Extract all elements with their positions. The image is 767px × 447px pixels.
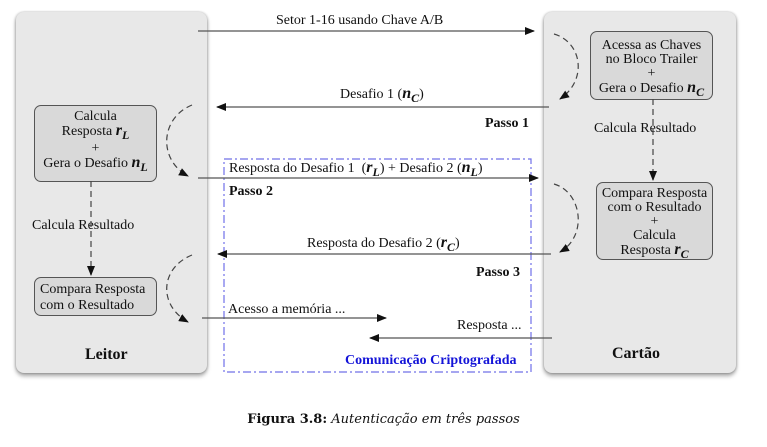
secure-region-label: Comunicação Criptografada (345, 353, 517, 368)
leitor-box1-line4: Gera o Desafio nL (43, 154, 148, 175)
cartao-arc-1 (553, 33, 579, 100)
cartao-box1-line2: no Bloco Trailer (605, 52, 698, 67)
leitor-calcula-resposta-box: Calcula Resposta rL + Gera o Desafio nL (34, 105, 157, 182)
cartao-box1-line4: Gera o Desafio nC (598, 79, 705, 100)
cartao-title: Cartão (612, 345, 660, 362)
cartao-arc-2 (553, 183, 579, 253)
cartao-box2-line2: com o Resultado (607, 200, 702, 215)
cartao-compara-resposta-box: Compara Resposta com o Resultado + Calcu… (596, 182, 713, 262)
leitor-arc-2 (166, 254, 193, 323)
cartao-calcula-resultado-label: Calcula Resultado (594, 121, 697, 136)
caption-label: Figura 3.8: (247, 412, 328, 427)
leitor-box1-line3: + (91, 141, 100, 156)
cartao-box2-line3: + (650, 214, 659, 229)
step-passo3: Passo 3 (476, 265, 520, 280)
cartao-box1-line3: + (647, 66, 656, 81)
cartao-box2-line4: Calcula (633, 228, 676, 243)
cartao-box2-line1: Compara Resposta (601, 186, 708, 201)
step-passo1: Passo 1 (485, 116, 529, 131)
leitor-title: Leitor (85, 346, 128, 363)
cartao-box1-line1: Acessa as Chaves (601, 38, 702, 53)
cartao-box2-line5: Resposta rC (620, 241, 689, 262)
msg-acesso-memoria: Acesso a memória ... (228, 302, 346, 317)
leitor-box1-line1: Calcula (74, 109, 117, 124)
leitor-arc-1 (166, 104, 193, 177)
msg-resposta-desafio1: Resposta do Desafio 1 (rL) + Desafio 2 (… (229, 159, 483, 180)
figure-caption: Figura 3.8: Autenticação em três passos (0, 412, 767, 427)
msg-resposta-desafio2: Resposta do Desafio 2 (rC) (307, 234, 460, 255)
secure-region-border (223, 158, 532, 373)
msg-desafio1: Desafio 1 (nC) (340, 85, 424, 106)
msg-resposta: Resposta ... (457, 318, 522, 333)
leitor-box1-line2: Resposta rL (61, 122, 130, 143)
step-passo2: Passo 2 (229, 184, 273, 199)
caption-text: Autenticação em três passos (331, 412, 520, 427)
leitor-box2-line2: com o Resultado (40, 298, 135, 313)
msg-setor: Setor 1-16 usando Chave A/B (276, 13, 444, 28)
leitor-compara-resposta-box: Compara Resposta com o Resultado (34, 277, 157, 316)
cartao-acessa-chaves-box: Acessa as Chaves no Bloco Trailer + Gera… (590, 31, 713, 100)
leitor-box2-line1: Compara Resposta (40, 282, 146, 297)
leitor-calcula-resultado-label: Calcula Resultado (32, 218, 135, 233)
